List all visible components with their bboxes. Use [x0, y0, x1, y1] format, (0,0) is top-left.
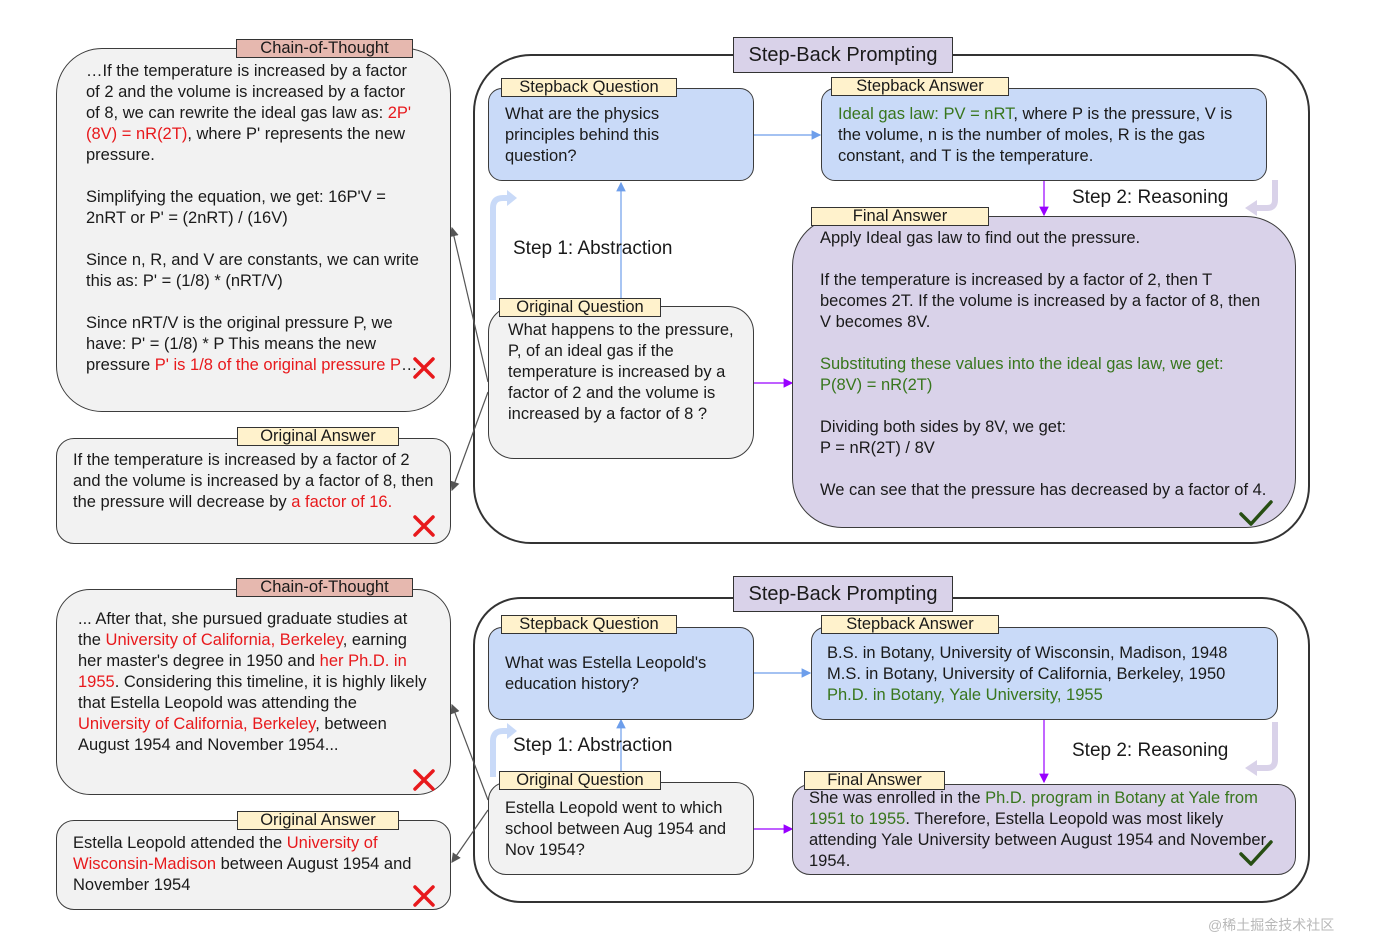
- orig-question-tag-top: Original Question: [499, 298, 661, 317]
- stepback-answer-tag-bottom: Stepback Answer: [821, 615, 999, 634]
- stepback-answer-text-bottom: B.S. in Botany, University of Wisconsin,…: [827, 644, 1228, 704]
- cot-tag-top: Chain-of-Thought: [236, 39, 413, 58]
- stepback-answer-box-top: [821, 88, 1267, 181]
- cot-tag-bottom: Chain-of-Thought: [236, 578, 413, 597]
- step1-label-bottom: Step 1: Abstraction: [513, 735, 673, 756]
- final-answer-box-bottom: [792, 784, 1296, 875]
- cot-text-bottom: ... After that, she pursued graduate stu…: [78, 610, 427, 754]
- stepback-question-tag-top: Stepback Question: [501, 78, 677, 97]
- curved-arrow-down-icon: [1245, 180, 1278, 216]
- step2-label-bottom: Step 2: Reasoning: [1072, 740, 1229, 761]
- orig-answer-box-bottom: [56, 820, 451, 910]
- green-check-icon: [1239, 500, 1273, 526]
- arrow-to-cot-bottom: [450, 703, 489, 801]
- orig-question-box-bottom: [488, 782, 754, 875]
- red-x-icon: [413, 769, 435, 791]
- stepback-question-tag-bottom: Stepback Question: [501, 615, 677, 634]
- step1-label-top: Step 1: Abstraction: [513, 238, 673, 259]
- cot-box-top: [56, 48, 451, 412]
- stepback-question-box-bottom: [488, 627, 754, 720]
- final-answer-tag-bottom: Final Answer: [804, 771, 945, 790]
- stepback-title-top: Step-Back Prompting: [733, 37, 953, 73]
- cot-box-bottom: [56, 589, 451, 795]
- curved-arrow-down-icon: [1245, 722, 1278, 776]
- red-x-icon: [413, 357, 435, 379]
- final-answer-text-bottom: She was enrolled in the Ph.D. program in…: [809, 789, 1267, 870]
- curved-arrow-up-icon: [490, 723, 517, 777]
- watermark: @稀土掘金技术社区: [1208, 917, 1335, 933]
- stepback-answer-box-bottom: [811, 627, 1278, 720]
- cot-text-top: …If the temperature is increased by a fa…: [86, 62, 419, 374]
- orig-question-box-top: [488, 306, 754, 459]
- stepback-answer-tag-top: Stepback Answer: [831, 77, 1009, 96]
- orig-answer-text-bottom: Estella Leopold attended the University …: [73, 834, 412, 894]
- stepback-question-box-top: [488, 88, 754, 181]
- green-check-icon: [1239, 840, 1273, 866]
- step2-label-top: Step 2: Reasoning: [1072, 187, 1229, 208]
- stepback-question-text-bottom: What was Estella Leopold's education his…: [505, 654, 707, 693]
- red-x-icon: [413, 885, 435, 907]
- arrow-to-cot-top: [449, 226, 489, 383]
- stepback-question-text-top: What are the physics principles behind t…: [505, 105, 660, 165]
- final-answer-tag-top: Final Answer: [811, 207, 989, 226]
- orig-answer-text-top: If the temperature is increased by a fac…: [73, 451, 434, 511]
- stepback-answer-text-top: Ideal gas law: PV = nRT, where P is the …: [838, 105, 1233, 165]
- arrow-to-answer-bottom: [451, 809, 489, 863]
- orig-answer-tag-bottom: Original Answer: [237, 811, 399, 830]
- curved-arrow-up-icon: [490, 190, 517, 300]
- final-answer-box-top: [792, 216, 1296, 528]
- final-answer-text-top: Apply Ideal gas law to find out the pres…: [820, 229, 1267, 499]
- arrow-to-answer-top: [450, 391, 489, 492]
- orig-answer-tag-top: Original Answer: [237, 427, 399, 446]
- orig-question-text-bottom: Estella Leopold went to which school bet…: [505, 799, 727, 859]
- orig-question-tag-bottom: Original Question: [499, 771, 661, 790]
- orig-question-text-top: What happens to the pressure, P, of an i…: [508, 321, 734, 423]
- red-x-icon: [413, 515, 435, 537]
- stepback-title-bottom: Step-Back Prompting: [733, 576, 953, 612]
- orig-answer-box-top: [56, 438, 451, 544]
